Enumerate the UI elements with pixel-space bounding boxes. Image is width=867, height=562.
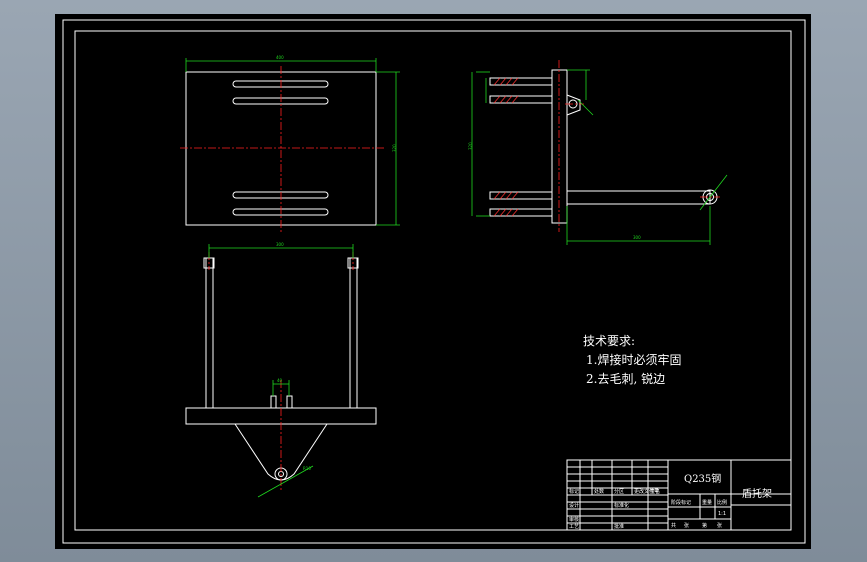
- tb-label-no: 第: [702, 522, 707, 529]
- tb-label-standard: 标准化: [614, 502, 629, 509]
- svg-text:320: 320: [468, 142, 473, 150]
- tb-label-sheet: 张: [717, 522, 722, 529]
- front-view: 300 40 R10: [185, 242, 377, 498]
- svg-text:R10: R10: [303, 466, 311, 471]
- svg-text:300: 300: [276, 242, 284, 247]
- inner-frame: [74, 30, 792, 531]
- svg-text:320: 320: [392, 144, 397, 152]
- tb-label-review: 审核: [569, 516, 579, 523]
- tb-label-stage: 阶段标记: [671, 499, 691, 506]
- tb-label-scale: 比例: [717, 499, 727, 506]
- tech-req-item-1: 1.焊接时必须牢固: [586, 353, 682, 367]
- tb-label-sheets: 张: [684, 522, 689, 529]
- top-view: 400 320: [180, 55, 400, 232]
- tech-req-item-2: 2.去毛刺, 锐边: [586, 372, 666, 386]
- tb-label-design: 设计: [569, 502, 579, 509]
- outer-frame: [62, 19, 806, 544]
- tb-label-process: 工艺: [569, 524, 579, 530]
- technical-requirements: 技术要求: 1.焊接时必须牢固 2.去毛刺, 锐边: [583, 332, 681, 389]
- svg-text:300: 300: [633, 235, 641, 240]
- tb-scale-value: 1:1: [718, 511, 726, 517]
- tb-label-change-doc: 更改文件号: [634, 488, 659, 495]
- tech-req-heading: 技术要求:: [583, 334, 636, 348]
- tb-label-total: 共: [671, 522, 676, 529]
- tb-label-count: 处数: [594, 488, 604, 495]
- tb-label-mark: 标记: [569, 488, 579, 495]
- tb-label-zone: 分区: [614, 488, 624, 495]
- svg-text:40: 40: [277, 378, 283, 383]
- tb-label-sign: 签名: [650, 488, 660, 495]
- tb-label-approve: 批准: [614, 523, 624, 530]
- tb-label-weight: 重量: [702, 499, 712, 506]
- title-block: [566, 459, 792, 531]
- side-view: 320 300: [468, 60, 728, 245]
- material-label: Q235钢: [684, 472, 721, 485]
- svg-text:400: 400: [276, 55, 284, 60]
- part-name-label: 盾托架: [742, 487, 772, 500]
